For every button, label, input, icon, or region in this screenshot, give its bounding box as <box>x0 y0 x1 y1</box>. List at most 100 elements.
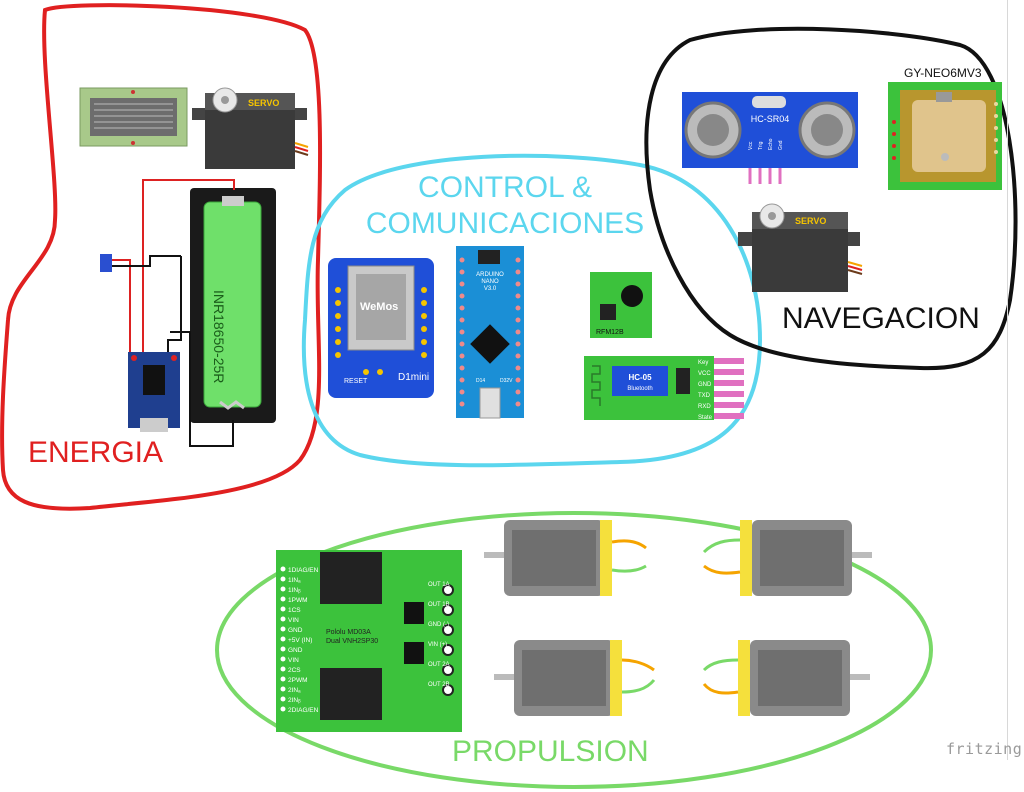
nano-line2: NANO <box>481 279 499 285</box>
battery-18650: INR18650-25R <box>190 188 276 423</box>
driver-right-pin <box>442 624 454 636</box>
wemos-reset: RESET <box>344 378 368 385</box>
solar-panel <box>79 87 188 147</box>
hc05-pin-vcc: VCC <box>698 371 711 377</box>
hc05-name: HC-05 <box>628 373 652 382</box>
nano-line1: ARDUINO <box>476 272 504 278</box>
dc-motor-2 <box>702 520 872 596</box>
driver-right-pin-label: GND (-) <box>428 622 449 628</box>
servo-navegacion: SERVO <box>738 203 863 292</box>
connector-blue <box>100 254 112 272</box>
fritzing-watermark: fritzing <box>946 740 1023 758</box>
wemos-d1-mini: WeMos D1mini RESET <box>328 258 434 398</box>
driver-left-pin <box>280 656 286 662</box>
canvas-edge-line <box>1007 0 1008 760</box>
driver-left-pin-label: 2INₐ <box>288 687 301 694</box>
gps-label: GY-NEO6MV3 <box>904 66 982 80</box>
servo-nav-label: SERVO <box>795 216 826 226</box>
driver-left-pin-label: VIN <box>288 657 299 664</box>
navegacion-outline <box>644 26 1018 371</box>
gps-module <box>888 82 1002 190</box>
driver-right-pin <box>442 644 454 656</box>
propulsion-label: PROPULSION <box>452 735 649 768</box>
servo-energia: SERVO <box>192 87 309 169</box>
energia-outline <box>0 3 323 511</box>
hcsr04-pin-trig: Trig <box>758 141 764 150</box>
nano-pins-b: D32V <box>500 378 513 384</box>
driver-right-pin <box>442 584 454 596</box>
driver-subtitle: Dual VNH2SP30 <box>326 638 378 645</box>
driver-left-pin <box>280 636 286 642</box>
hcsr04-pin-vcc: Vcc <box>748 141 754 150</box>
driver-left-pin-label: 2CS <box>288 667 301 674</box>
battery-label: INR18650-25R <box>211 290 227 383</box>
hc05-pin-gnd: GND <box>698 382 712 388</box>
driver-left-pin <box>280 616 286 622</box>
driver-right-pin <box>442 684 454 696</box>
driver-left-pin-label: 1PWM <box>288 597 308 604</box>
driver-left-pin-label: 1DIAG/EN <box>288 567 319 574</box>
driver-left-pin <box>280 706 286 712</box>
energia-wires <box>112 179 235 447</box>
hc-sr04-ultrasonic: HC-SR04 Vcc Trig Echo Gnd <box>682 92 858 184</box>
driver-left-pin <box>280 676 286 682</box>
driver-right-pin-label: OUT 1B <box>428 602 450 608</box>
driver-left-pin <box>280 626 286 632</box>
driver-left-pin-label: 2INᵦ <box>288 697 301 704</box>
driver-right-pin <box>442 604 454 616</box>
hc05-pin-state: State <box>698 415 713 421</box>
driver-left-pin-label: VIN <box>288 617 299 624</box>
driver-title: Pololu MD03A <box>326 629 371 636</box>
dc-motor-1 <box>484 520 647 596</box>
wemos-brand: WeMos <box>360 301 398 313</box>
driver-left-pin <box>280 646 286 652</box>
driver-left-pin-label: 2PWM <box>288 677 308 684</box>
hcsr04-name: HC-SR04 <box>751 114 790 124</box>
dc-motor-3 <box>494 640 656 716</box>
arduino-nano: ARDUINO NANO V3.0 D14 D32V <box>456 246 524 419</box>
driver-left-pin <box>280 606 286 612</box>
driver-right-pin <box>442 664 454 676</box>
driver-left-pin <box>280 686 286 692</box>
driver-right-pin-label: OUT 2A <box>428 662 450 668</box>
rfm12b-module: RFM12B <box>590 272 652 338</box>
nano-line3: V3.0 <box>484 286 497 292</box>
energia-label: ENERGIA <box>28 436 164 469</box>
hc05-pin-txd: TXD <box>698 393 711 399</box>
nano-pins-a: D14 <box>476 378 485 384</box>
hcsr04-pin-gnd: Gnd <box>778 140 784 150</box>
driver-right-pin-label: VIN (+) <box>428 642 447 648</box>
dc-motor-4 <box>702 640 870 716</box>
driver-left-pin-label: GND <box>288 627 303 634</box>
hc05-bluetooth: HC-05 Bluetooth Key VCC GND TXD RXD Stat… <box>584 356 744 421</box>
driver-left-pin-label: +5V (IN) <box>288 637 312 644</box>
driver-left-pin-label: 1INₐ <box>288 577 301 584</box>
motor-driver-md03a: Pololu MD03A Dual VNH2SP30 1DIAG/EN 1INₐ 1… <box>276 550 462 732</box>
propulsion-outline <box>215 511 933 789</box>
driver-left-pin <box>280 586 286 592</box>
driver-left-pin-label: 1CS <box>288 607 301 614</box>
driver-left-pin <box>280 576 286 582</box>
driver-right-pin-label: OUT 1A <box>428 582 450 588</box>
hcsr04-pin-echo: Echo <box>768 138 774 150</box>
driver-left-pin-label: 2DIAG/EN <box>288 707 319 714</box>
driver-left-pin <box>280 566 286 572</box>
servo-label: SERVO <box>248 98 279 108</box>
control-label-line1: CONTROL & <box>418 171 592 204</box>
driver-left-pin <box>280 696 286 702</box>
hc05-pin-key: Key <box>698 360 708 366</box>
hc05-sub: Bluetooth <box>627 386 652 392</box>
control-outline <box>301 153 763 468</box>
driver-right-pin-label: OUT 2B <box>428 682 450 688</box>
rfm-label: RFM12B <box>596 329 624 336</box>
wemos-model: D1mini <box>398 372 429 383</box>
driver-left-pin <box>280 666 286 672</box>
tp4056-charger <box>128 352 180 432</box>
control-label: CONTROL & COMUNICACIONES <box>330 170 680 242</box>
control-label-line2: COMUNICACIONES <box>365 207 645 240</box>
driver-left-pin <box>280 596 286 602</box>
driver-left-pin-label: GND <box>288 647 303 654</box>
navegacion-label: NAVEGACION <box>782 302 980 335</box>
hc05-pin-rxd: RXD <box>698 404 711 410</box>
